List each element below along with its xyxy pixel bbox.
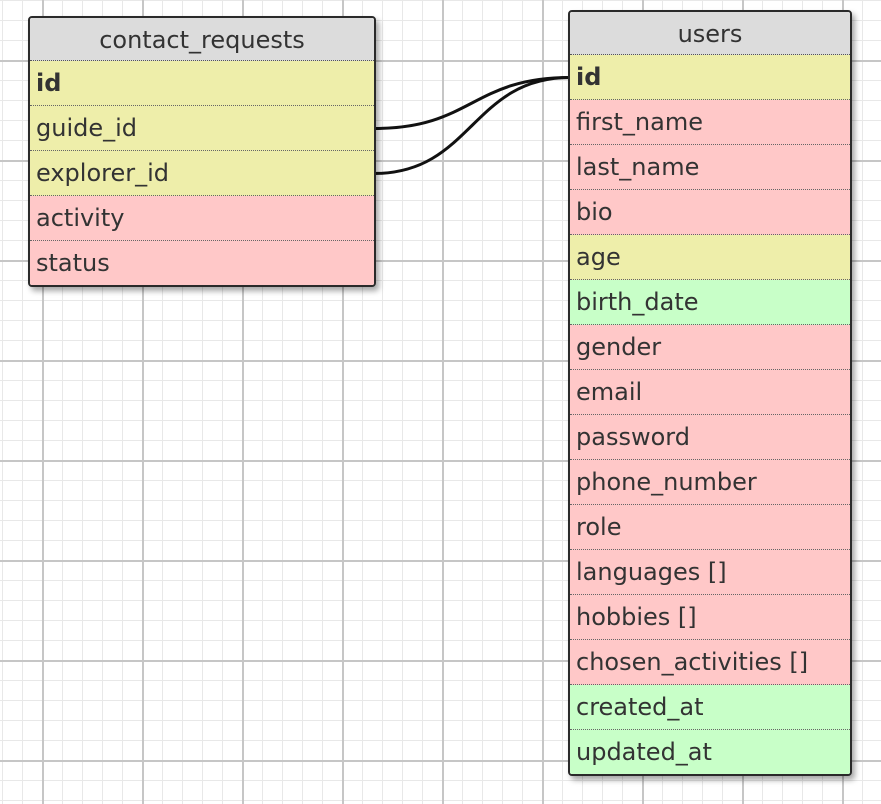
field-activity[interactable]: activity [30,196,374,241]
field-explorer-id[interactable]: explorer_id [30,151,374,196]
field-id[interactable]: id [30,61,374,106]
field-phone-number[interactable]: phone_number [570,460,850,505]
field-updated-at[interactable]: updated_at [570,730,850,774]
table-title[interactable]: users [570,12,850,55]
field-guide-id[interactable]: guide_id [30,106,374,151]
table-title[interactable]: contact_requests [30,18,374,61]
field-last-name[interactable]: last_name [570,145,850,190]
field-bio[interactable]: bio [570,190,850,235]
field-birth-date[interactable]: birth_date [570,280,850,325]
relation-line-explorer-id [373,76,571,175]
field-created-at[interactable]: created_at [570,685,850,730]
field-first-name[interactable]: first_name [570,100,850,145]
field-id[interactable]: id [570,55,850,100]
field-password[interactable]: password [570,415,850,460]
field-languages[interactable]: languages [] [570,550,850,595]
field-gender[interactable]: gender [570,325,850,370]
relation-line-guide-id [373,76,571,130]
field-chosen-activities[interactable]: chosen_activities [] [570,640,850,685]
field-email[interactable]: email [570,370,850,415]
field-hobbies[interactable]: hobbies [] [570,595,850,640]
field-role[interactable]: role [570,505,850,550]
field-age[interactable]: age [570,235,850,280]
field-status[interactable]: status [30,241,374,285]
